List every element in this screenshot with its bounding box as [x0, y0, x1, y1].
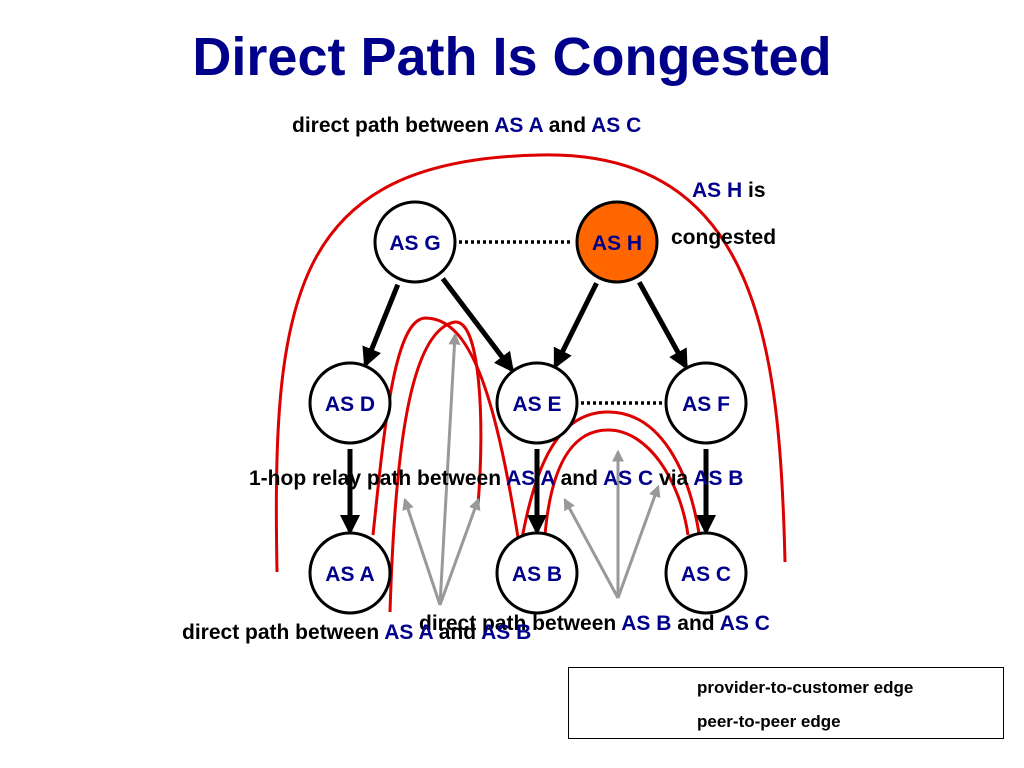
legend-peer-label: peer-to-peer edge: [697, 712, 841, 731]
label-direct-path-a-b: direct path between AS A and AS B: [182, 621, 532, 644]
node-as-c: AS C: [664, 531, 748, 615]
node-circle: [308, 531, 392, 615]
node-circle: [495, 531, 579, 615]
provider-edge-g-e: [440, 277, 515, 373]
node-label: AS E: [512, 393, 561, 416]
provider-edge-h-e: [553, 282, 599, 369]
traffic-arrow: [402, 497, 442, 606]
node-as-f: AS F: [664, 361, 748, 445]
legend-box: provider-to-customer edge peer-to-peer e…: [568, 667, 1004, 739]
node-label: AS D: [325, 393, 375, 416]
slide-title: Direct Path Is Congested: [192, 27, 832, 87]
node-circle: [308, 361, 392, 445]
traffic-arrow: [438, 497, 481, 606]
label-congested-line2: congested: [671, 226, 777, 249]
label-direct-path-a-c: direct path between AS A and AS C: [292, 114, 642, 137]
traffic-arrow: [438, 332, 461, 606]
node-circle: [664, 361, 748, 445]
node-label: AS C: [681, 563, 731, 586]
path-b-c-curve: [543, 428, 690, 536]
node-as-h: AS H: [575, 200, 659, 284]
node-label: AS G: [389, 232, 440, 255]
traffic-arrow: [616, 484, 661, 599]
node-circle: [373, 200, 457, 284]
traffic-arrow: [563, 497, 620, 599]
provider-edge-h-f: [637, 281, 688, 370]
node-as-a: AS A: [308, 531, 392, 615]
node-circle: [664, 531, 748, 615]
label-relay-path: 1-hop relay path between AS A and AS C v…: [249, 467, 744, 490]
node-label: AS H: [592, 232, 642, 255]
node-label: AS F: [682, 393, 730, 416]
direct-path-a-c-curve: [274, 153, 787, 573]
provider-edge-g-d: [362, 283, 401, 368]
node-circle: [495, 361, 579, 445]
node-circle: [575, 200, 659, 284]
node-as-e: AS E: [495, 361, 579, 445]
node-label: AS B: [512, 563, 562, 586]
label-congested-line1: AS H is: [692, 179, 766, 202]
node-as-g: AS G: [373, 200, 457, 284]
path-a-b-curve: [388, 320, 483, 613]
relay-path-a-e-curve: [371, 316, 522, 551]
node-as-b: AS B: [495, 531, 579, 615]
legend-provider-label: provider-to-customer edge: [697, 678, 914, 697]
node-label: AS A: [325, 563, 374, 586]
label-direct-path-b-c: direct path between AS B and AS C: [419, 612, 770, 635]
node-as-d: AS D: [308, 361, 392, 445]
